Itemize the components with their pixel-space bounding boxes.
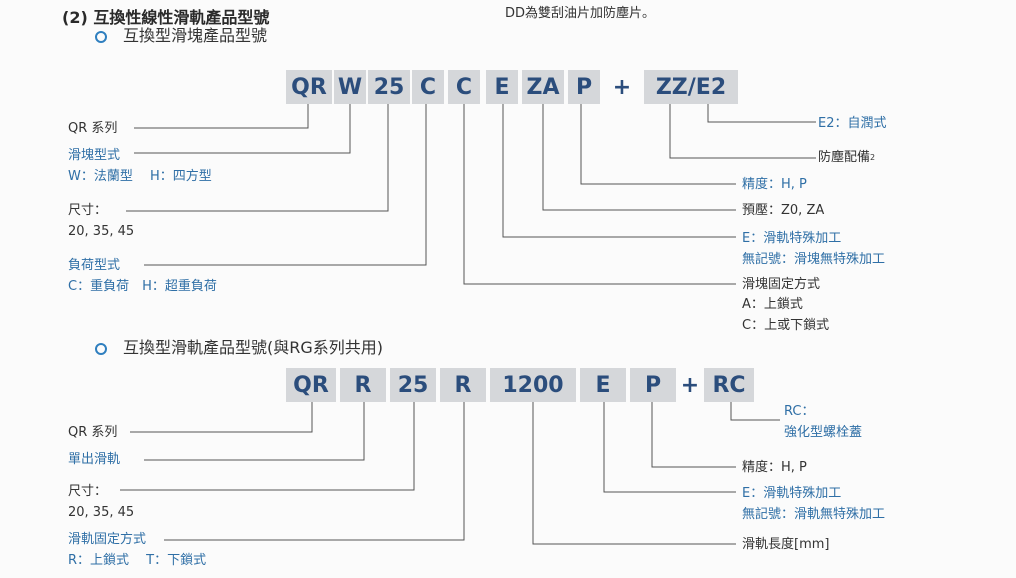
rail-only-label: 單出滑軌 [68,452,121,467]
code-za: ZA [522,70,564,104]
rail-size-values: 20, 35, 45 [68,505,135,520]
rail-code-plus: + [680,372,700,398]
code-qr: QR [286,70,332,104]
block-special-2: 無記號：滑塊無特殊加工 [742,252,886,267]
rail-fixing-label: 滑軌固定方式 [68,532,147,547]
code-e: E [486,70,518,104]
rail-precision-label: 精度：H, P [742,460,807,475]
dust-protection-label: 防塵配備2 [818,150,875,166]
block-series-label: QR 系列 [68,121,118,136]
code-p: P [568,70,600,104]
rail-subtitle: 互換型滑軌產品型號(與RG系列共用) [95,334,383,358]
rail-subtitle-text: 互換型滑軌產品型號(與RG系列共用) [123,338,384,357]
code-w: W [334,70,366,104]
rail-code-e: E [580,368,626,402]
rail-special-1: E：滑軌特殊加工 [742,486,842,501]
rc-desc: 強化型螺栓蓋 [784,425,863,440]
rail-special-2: 無記號：滑軌無特殊加工 [742,507,886,522]
rail-length-label: 滑軌長度[mm] [742,537,830,552]
preload-label: 預壓：Z0, ZA [742,203,825,218]
load-type-label: 負荷型式 [68,258,121,273]
rail-code-r2: R [440,368,486,402]
rail-code-rc: RC [704,368,754,402]
dust-protection-note: 2 [870,153,876,162]
block-size-label: 尺寸： [68,203,108,218]
block-fixing-a: A：上鎖式 [742,297,803,312]
block-precision-label: 精度：H, P [742,177,807,192]
section-heading: (2) 互換性線性滑軌產品型號 [62,8,270,27]
block-type-label: 滑塊型式 [68,148,121,163]
rail-code-qr: QR [286,368,336,402]
block-fixing-label: 滑塊固定方式 [742,277,821,292]
bullet-icon [95,30,107,43]
rc-label: RC： [784,404,815,419]
rail-code-bar: QR R 25 R 1200 E P + RC [0,368,1016,402]
block-fixing-c: C：上或下鎖式 [742,318,830,333]
load-type-options: C：重負荷 H：超重負荷 [68,279,217,294]
rail-code-25: 25 [390,368,436,402]
rail-series-label: QR 系列 [68,425,118,440]
top-note: DD為雙刮油片加防塵片。 [505,6,656,21]
rail-size-label: 尺寸： [68,484,108,499]
block-size-values: 20, 35, 45 [68,224,135,239]
block-subtitle-text: 互換型滑塊產品型號 [123,26,268,45]
code-25: 25 [368,70,410,104]
code-plus: + [612,74,632,100]
block-special-1: E：滑軌特殊加工 [742,231,842,246]
rail-code-r1: R [340,368,386,402]
code-zz-e2: ZZ/E2 [644,70,738,104]
rail-code-p: P [630,368,676,402]
rail-code-1200: 1200 [490,368,576,402]
code-c2: C [448,70,480,104]
block-subtitle: 互換型滑塊產品型號 [95,22,267,46]
block-code-bar: QR W 25 C C E ZA P + ZZ/E2 [0,70,1016,104]
rail-fixing-options: R：上鎖式 T：下鎖式 [68,553,207,568]
block-type-options: W：法蘭型 H：四方型 [68,169,212,184]
code-c1: C [412,70,444,104]
bullet-icon [95,342,107,355]
dust-protection-text: 防塵配備 [818,150,871,165]
e2-label: E2：自潤式 [818,116,887,131]
